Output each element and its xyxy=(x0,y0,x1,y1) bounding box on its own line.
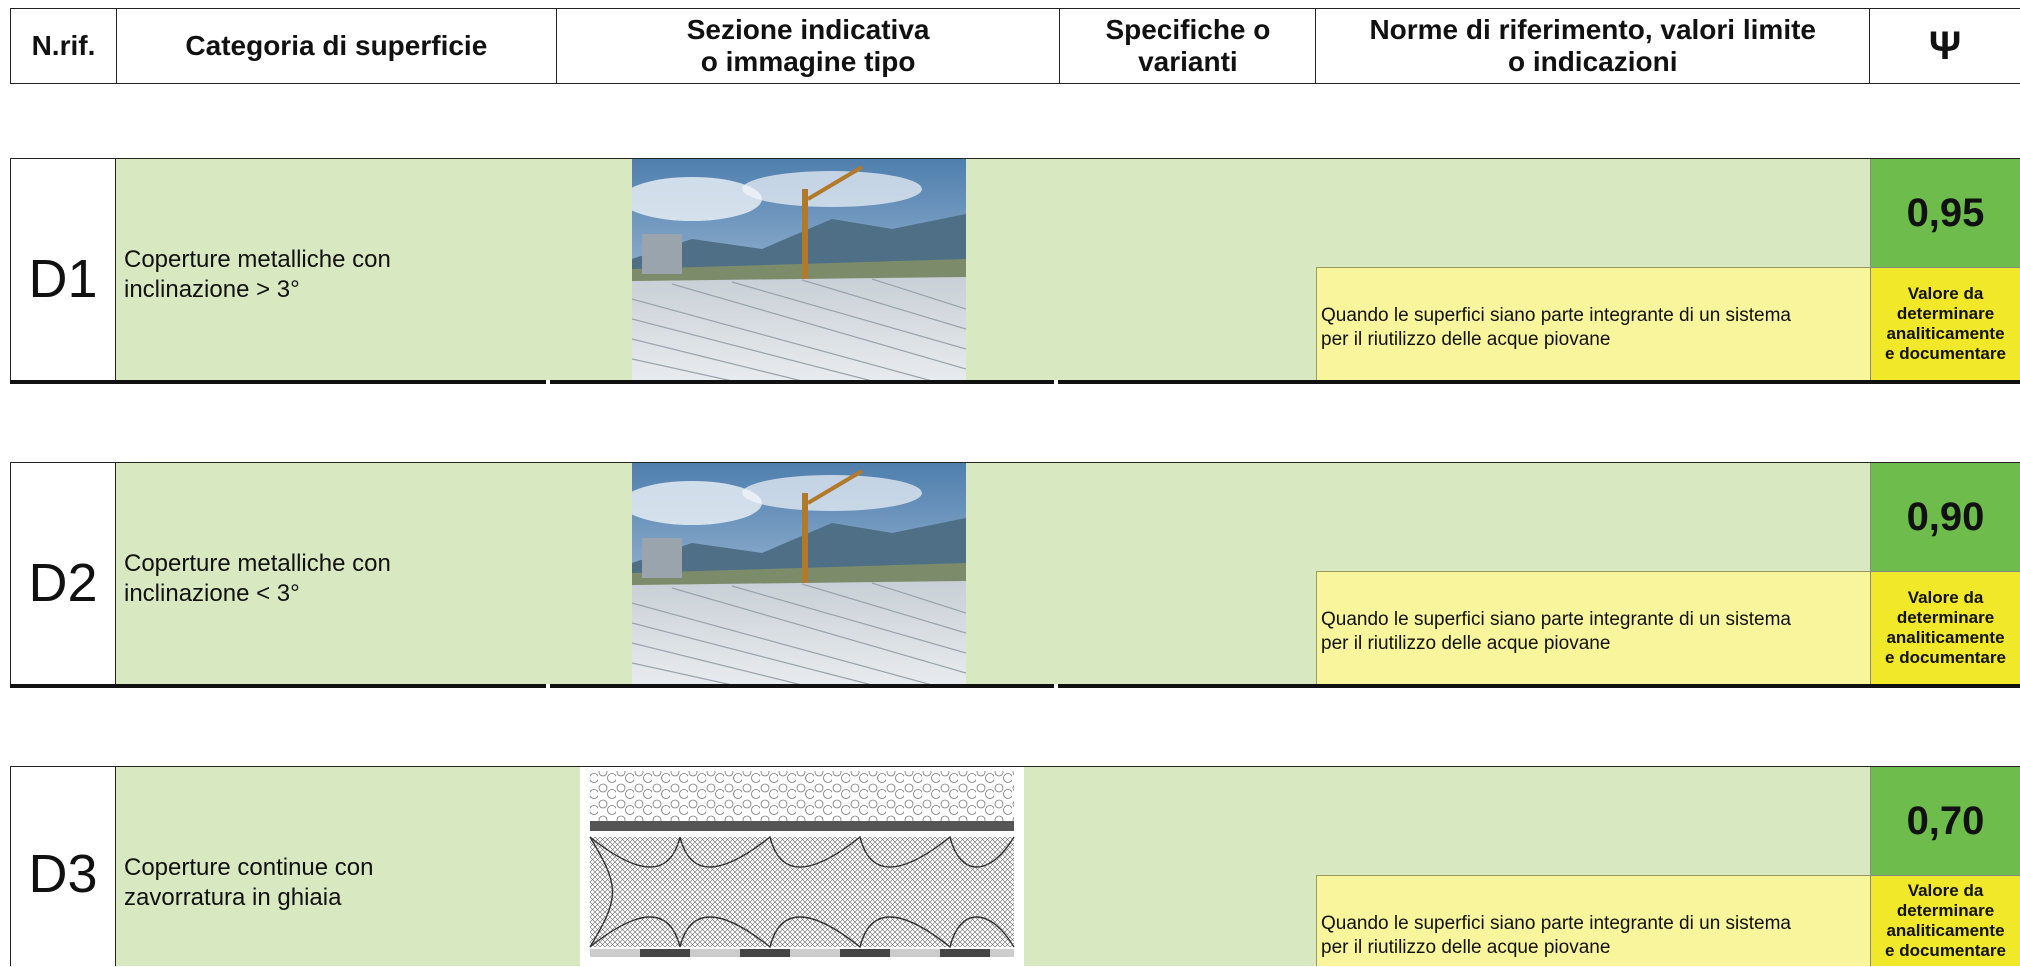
norm-note-text: Quando le superfici siano parte integran… xyxy=(1321,609,1791,654)
header-category: Categoria di superficie xyxy=(117,9,557,83)
header-specs: Specifiche o varianti xyxy=(1060,9,1317,83)
header-norms: Norme di riferimento, valori limite o in… xyxy=(1316,9,1871,83)
row-ref: D2 xyxy=(10,463,116,688)
header-section: Sezione indicativa o immagine tipo xyxy=(557,9,1061,83)
row-ref: D1 xyxy=(10,159,116,384)
psi-value: 0,90 xyxy=(1870,463,2020,571)
psi-note: Valore da determinare analiticamente e d… xyxy=(1870,267,2020,380)
header-psi: Ψ xyxy=(1928,24,1962,68)
norm-note: Quando le superfici siano parte integran… xyxy=(1316,875,1870,966)
psi-value: 0,95 xyxy=(1870,159,2020,267)
norm-note: Quando le superfici siano parte integran… xyxy=(1316,571,1870,684)
table-row-d1: D1 Coperture metalliche con inclinazione… xyxy=(10,158,2020,384)
psi-value: 0,70 xyxy=(1870,767,2020,875)
header-ref: N.rif. xyxy=(11,9,117,83)
psi-note: Valore da determinare analiticamente e d… xyxy=(1870,875,2020,966)
row-category: Coperture continue con zavorratura in gh… xyxy=(124,854,374,911)
row-bottom-rule xyxy=(10,684,2020,688)
row-category: Coperture metalliche con inclinazione < … xyxy=(124,550,391,607)
psi-note: Valore da determinare analiticamente e d… xyxy=(1870,571,2020,684)
row-category: Coperture metalliche con inclinazione > … xyxy=(124,246,391,303)
norm-note: Quando le superfici siano parte integran… xyxy=(1316,267,1870,380)
row-ref: D3 xyxy=(10,767,116,966)
table-header: N.rif. Categoria di superficie Sezione i… xyxy=(10,8,2020,84)
metal-roof-photo xyxy=(632,463,966,685)
table-row-d3: D3 Coperture continue con zavorratura in… xyxy=(10,766,2020,967)
norm-note-text: Quando le superfici siano parte integran… xyxy=(1321,913,1791,958)
norm-note-text: Quando le superfici siano parte integran… xyxy=(1321,305,1791,350)
table-row-d2: D2 Coperture metalliche con inclinazione… xyxy=(10,462,2020,688)
gravel-roof-section-diagram xyxy=(580,767,1024,967)
row-bottom-rule xyxy=(10,380,2020,384)
metal-roof-photo xyxy=(632,159,966,381)
